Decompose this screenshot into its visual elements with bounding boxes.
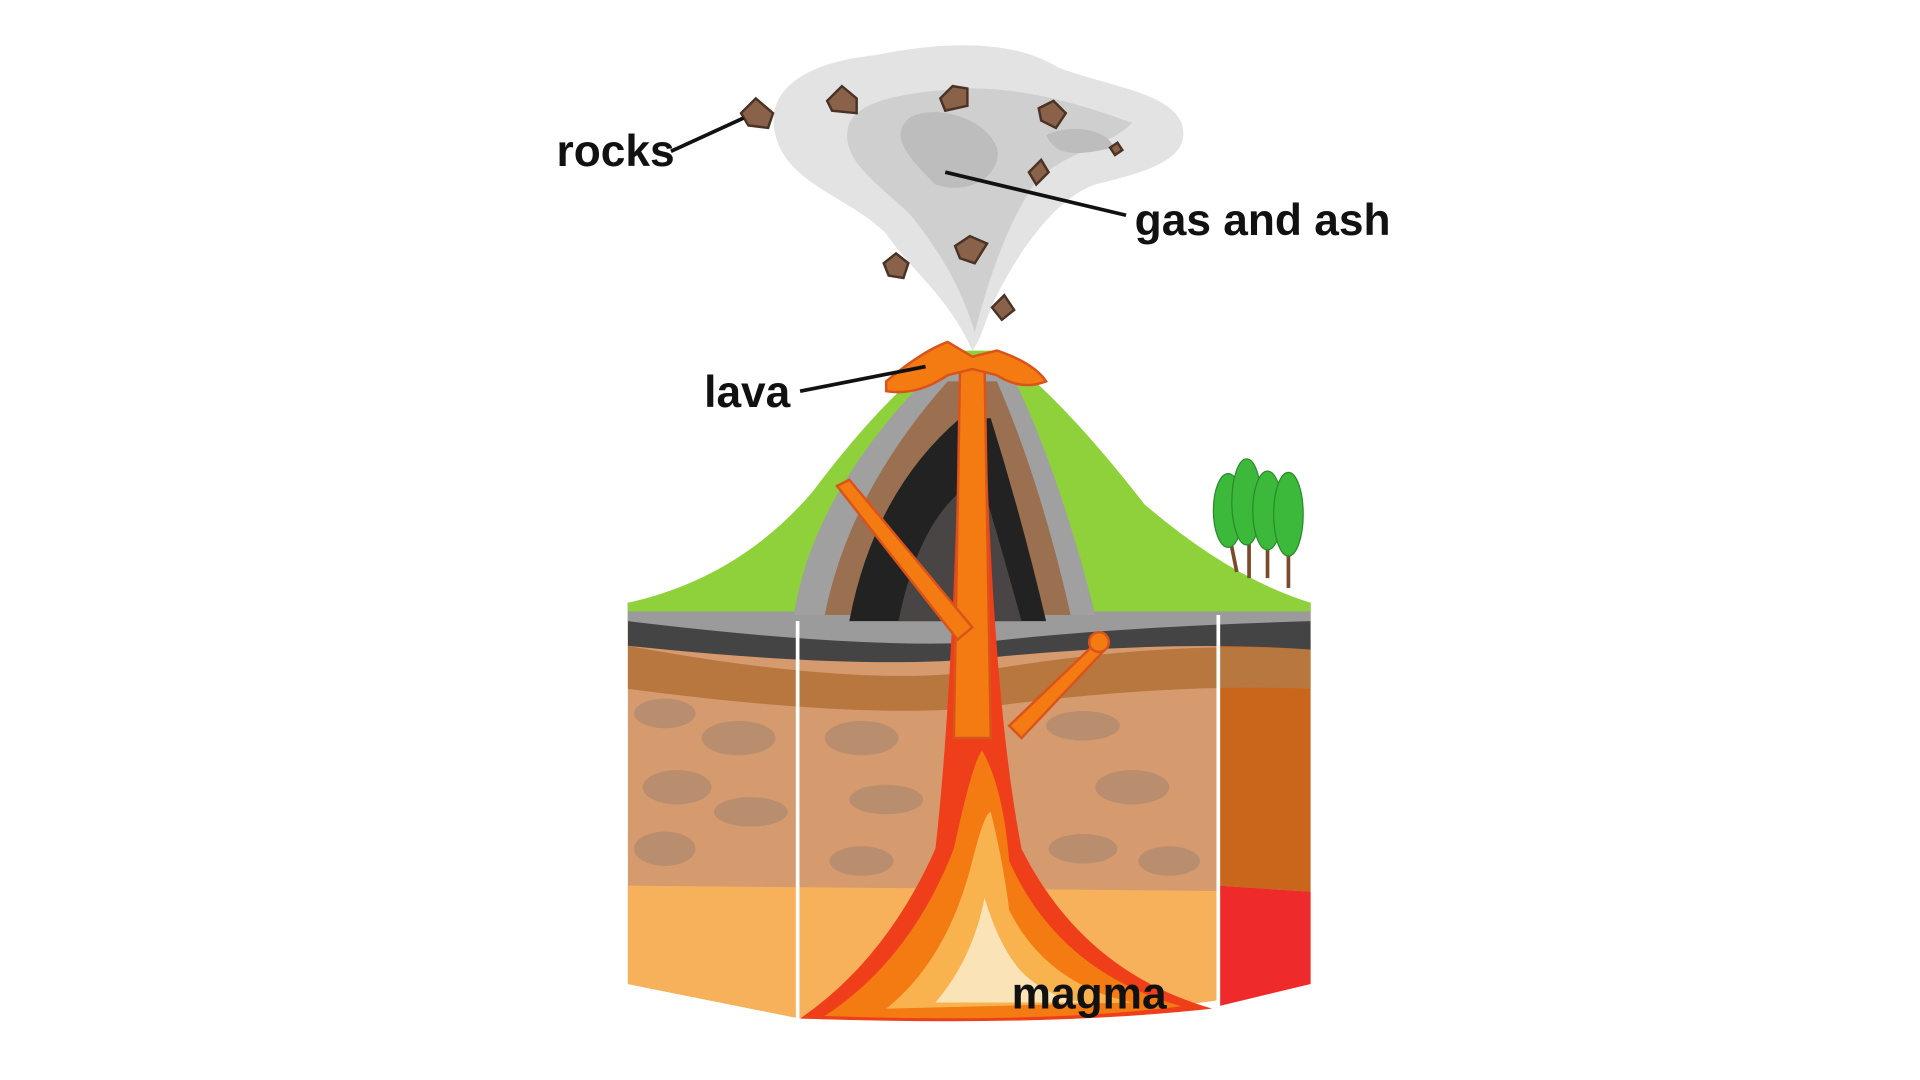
leader-lines: [670, 116, 1127, 393]
label-magma: magma: [1012, 970, 1167, 1019]
ejected-rocks: [739, 84, 1125, 322]
magma-system: [800, 340, 1213, 1022]
label-gas-and-ash: gas and ash: [1135, 196, 1391, 245]
label-rocks: rocks: [557, 127, 675, 176]
gas-ash-cloud: [773, 45, 1184, 351]
trees: [1212, 458, 1304, 588]
label-lava: lava: [704, 368, 791, 417]
